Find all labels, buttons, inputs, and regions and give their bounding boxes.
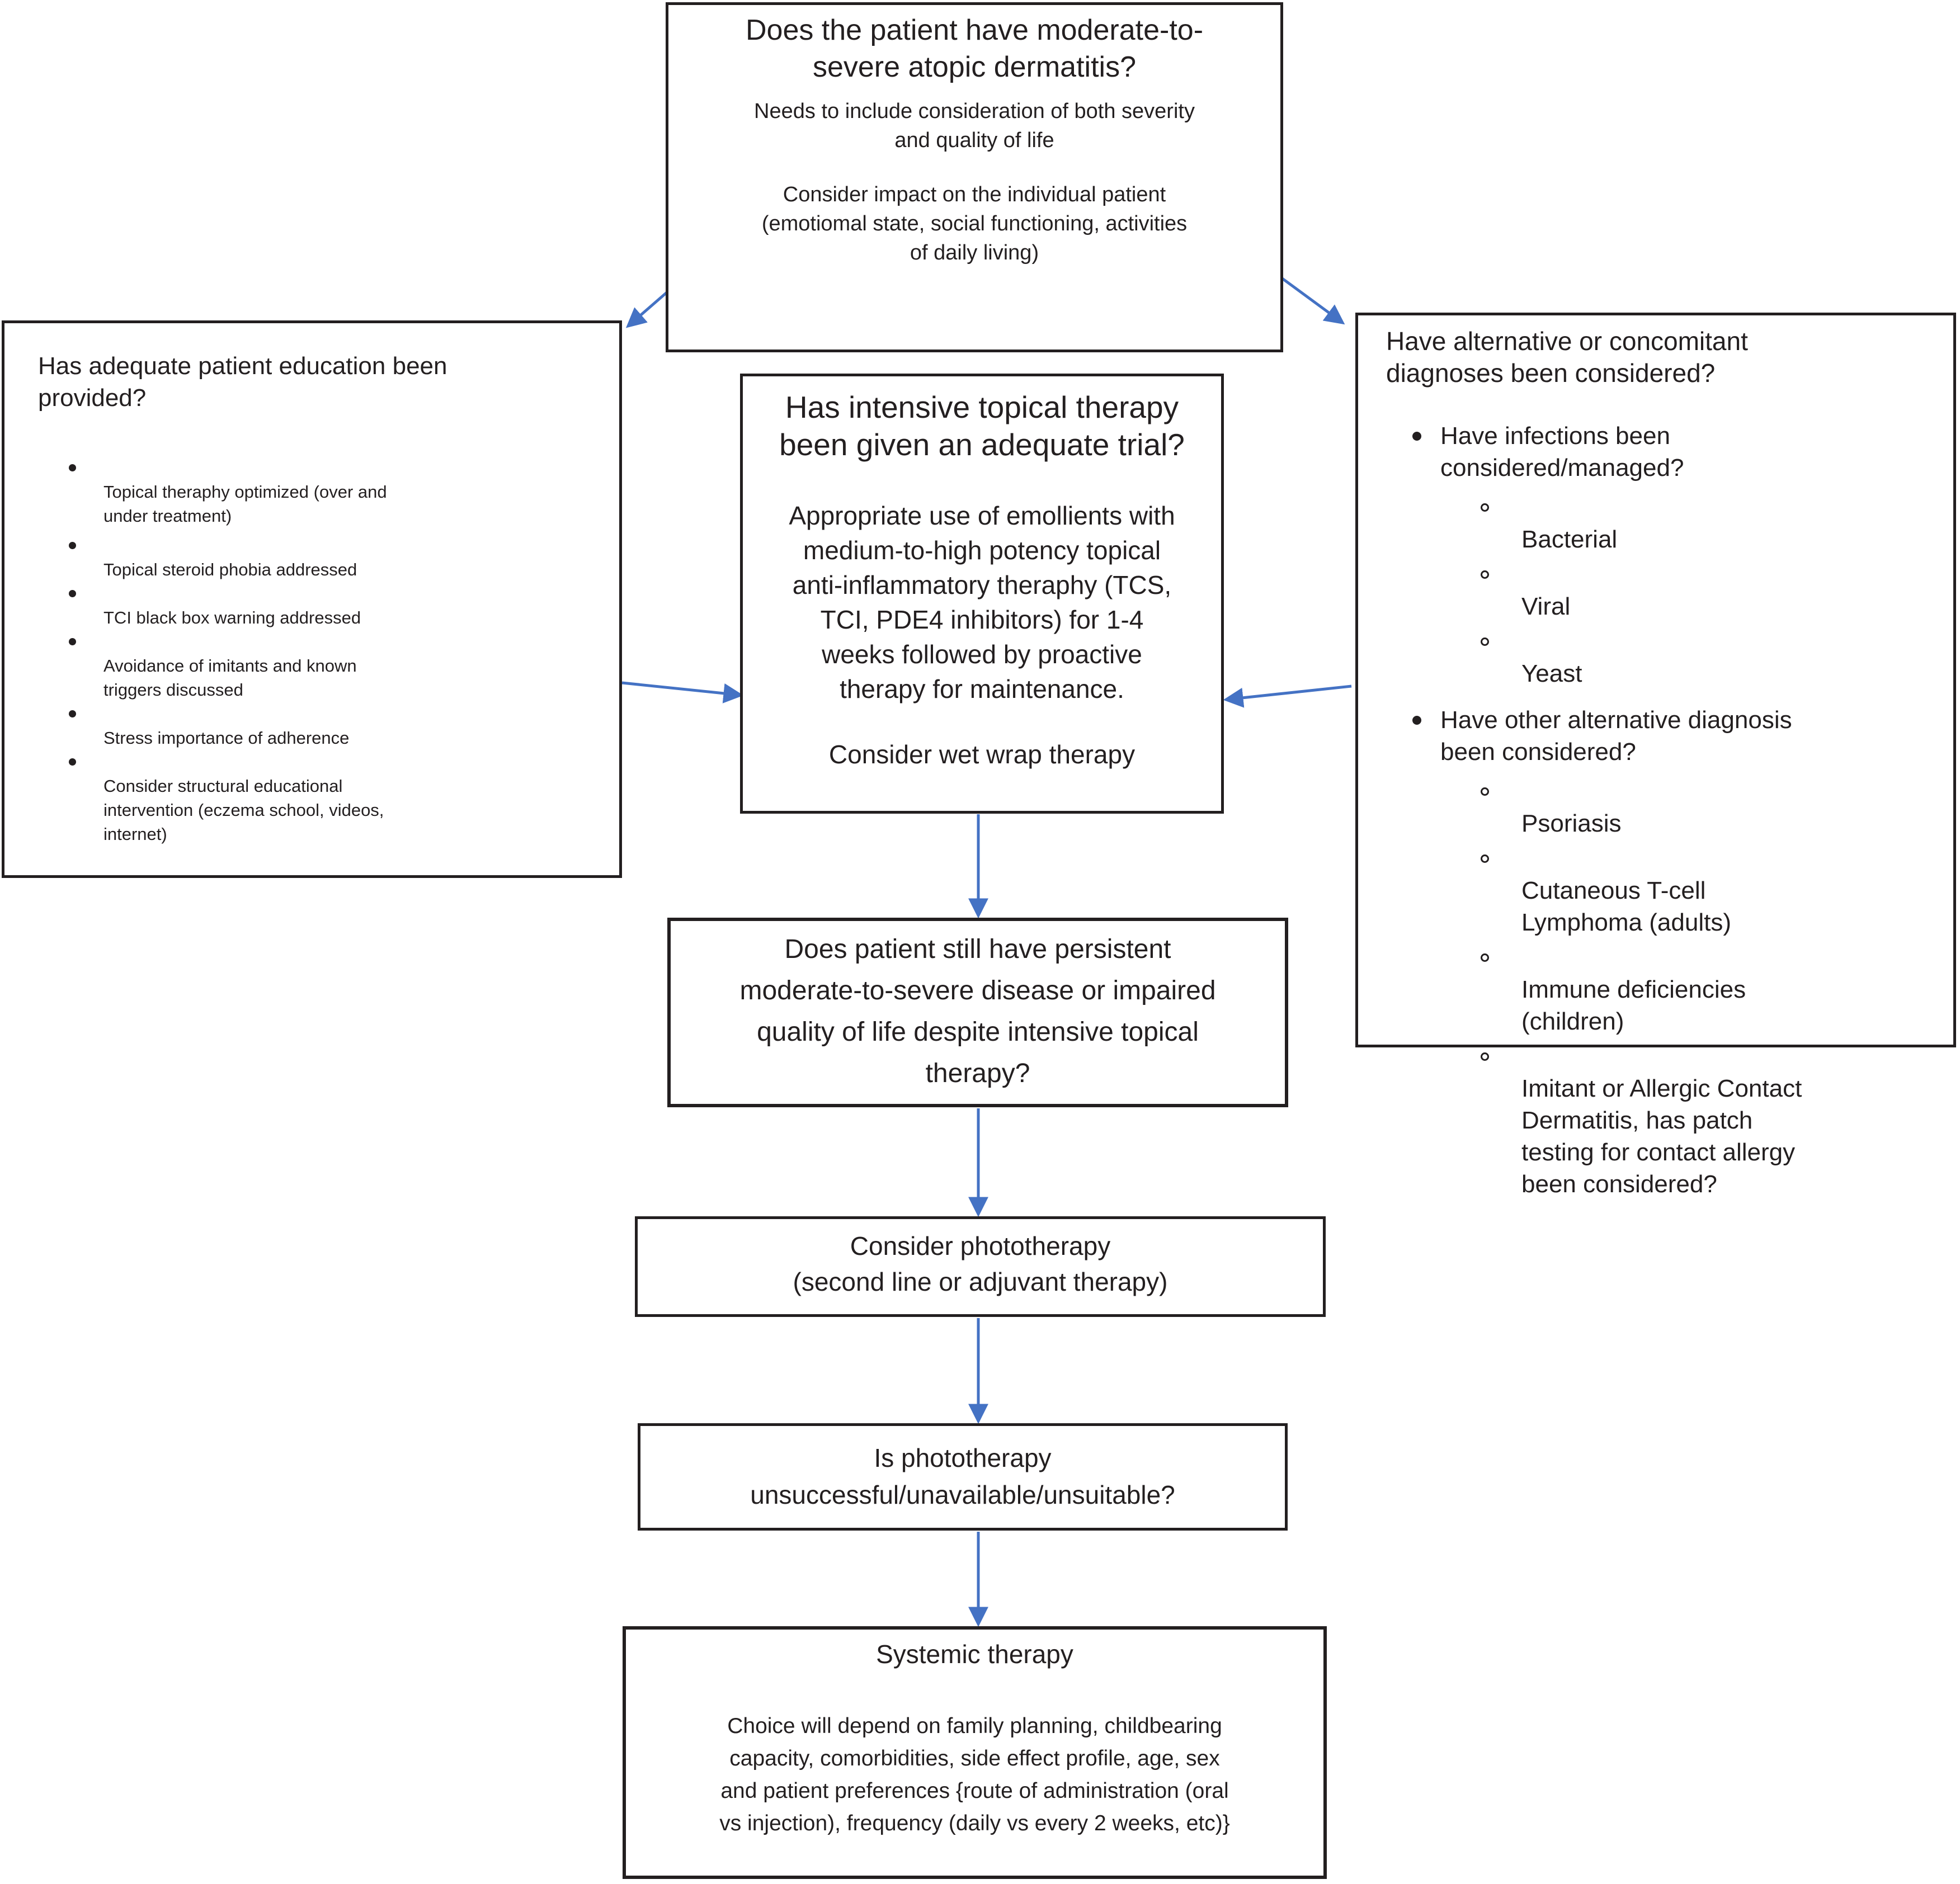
circle-bullet-marker-icon [1481, 787, 1489, 796]
node-patient-education: Has adequate patient education been prov… [2, 320, 622, 878]
bullet-marker-icon [69, 710, 76, 717]
circle-bullet-marker-icon [1481, 854, 1489, 863]
circle-bullet-marker-icon [1481, 503, 1489, 512]
circle-bullet-marker-icon [1481, 570, 1489, 579]
bullet-marker-icon [69, 464, 76, 471]
node-phototherapy-check: Is phototherapy unsuccessful/unavailable… [638, 1423, 1288, 1531]
bullet-list: Have infections been considered/managed?… [1358, 420, 1953, 1200]
list-item: Have infections been considered/managed?… [1358, 420, 1953, 690]
sub-bullet-list: Bacterial Viral Yeast [1440, 492, 1945, 690]
node-text: Does patient still have persistent moder… [739, 934, 1216, 1088]
sub-list-item: Psoriasis [1440, 776, 1945, 839]
list-item: Topical theraphy optimized (over and und… [4, 456, 619, 528]
node-persistent-disease: Does patient still have persistent moder… [667, 918, 1288, 1107]
arrow-alternative-to-trial [1223, 684, 1352, 708]
bullet-marker-icon [69, 542, 76, 549]
list-item: Consider structural educational interven… [4, 750, 619, 846]
bullet-marker-icon [1412, 716, 1421, 725]
node-paragraph: Consider impact on the individual patien… [761, 183, 1188, 265]
node-paragraph: Appropriate use of emollients with mediu… [789, 501, 1175, 703]
node-phototherapy: Consider phototherapy (second line or ad… [635, 1216, 1326, 1317]
node-severity-question: Does the patient have moderate-to- sever… [666, 2, 1283, 352]
sub-list-item: Yeast [1440, 626, 1945, 690]
node-topical-trial: Has intensive topical therapy been given… [740, 374, 1224, 814]
bullet-marker-icon [1412, 432, 1421, 441]
circle-bullet-marker-icon [1481, 953, 1489, 962]
node-title: Has adequate patient education been prov… [38, 352, 447, 412]
sub-list-item: Cutaneous T-cell Lymphoma (adults) [1440, 843, 1945, 938]
node-title: Have alternative or concomitant diagnose… [1386, 327, 1748, 388]
node-title: Does the patient have moderate-to- sever… [745, 14, 1204, 83]
node-alternative-diagnoses: Have alternative or concomitant diagnose… [1355, 313, 1956, 1198]
node-text: Consider phototherapy (second line or ad… [793, 1231, 1168, 1296]
list-item: Have other alternative diagnosis been co… [1358, 704, 1953, 1200]
circle-bullet-marker-icon [1481, 1052, 1489, 1061]
sub-bullet-list: Psoriasis Cutaneous T-cell Lymphoma (adu… [1440, 776, 1945, 1200]
bullet-list: Topical theraphy optimized (over and und… [4, 456, 619, 846]
node-note: Consider wet wrap therapy [828, 740, 1136, 769]
bullet-marker-icon [69, 758, 76, 766]
circle-bullet-marker-icon [1481, 638, 1489, 646]
list-item: Stress importance of adherence [4, 702, 619, 750]
node-text: Is phototherapy unsuccessful/unavailable… [750, 1443, 1175, 1509]
sub-list-item: Immune deficiencies (children) [1440, 942, 1945, 1037]
list-item: Avoidance of imitants and known triggers… [4, 630, 619, 702]
node-paragraph: Choice will depend on family planning, c… [719, 1714, 1230, 1835]
node-paragraph: Needs to include consideration of both s… [754, 100, 1195, 152]
sub-list-item: Viral [1440, 559, 1945, 622]
node-title: Has intensive topical therapy been given… [779, 390, 1185, 462]
bullet-marker-icon [69, 590, 76, 597]
node-systemic-therapy: Systemic therapy Choice will depend on f… [623, 1626, 1327, 1879]
sub-list-item: Bacterial [1440, 492, 1945, 555]
sub-list-item: Imitant or Allergic Contact Dermatitis, … [1440, 1041, 1945, 1200]
arrow-education-to-trial [621, 681, 744, 703]
arrow-severity-to-education [625, 287, 672, 328]
list-item: Topical steroid phobia addressed [4, 533, 619, 582]
bullet-marker-icon [69, 638, 76, 645]
arrow-severity-to-alternative [1278, 275, 1345, 325]
list-item: TCI black box warning addressed [4, 582, 619, 630]
node-title: Systemic therapy [876, 1640, 1073, 1669]
